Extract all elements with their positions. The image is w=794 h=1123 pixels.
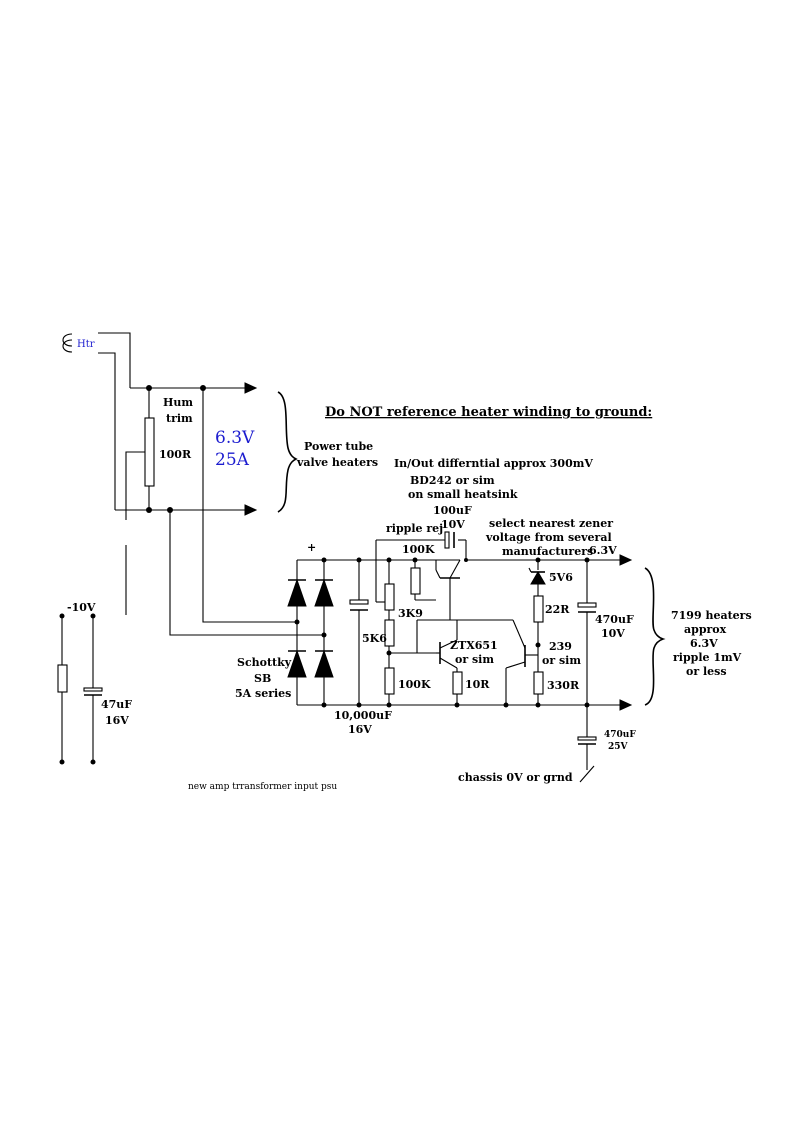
cap-470uf-small-voltage: 25V [608,742,629,752]
resistor-100k-top [410,567,421,595]
arrow-right-icon [244,504,258,516]
resistor-neg10v [57,664,68,693]
out-voltage-label: 6.3V [589,544,617,557]
arrow-right-icon [619,699,633,711]
q239-or-sim-label: or sim [542,654,581,667]
ztx-or-sim-label: or sim [455,653,494,666]
zener-diode-icon [530,571,546,585]
page-title: Do NOT reference heater winding to groun… [325,405,652,420]
brace-7199-heaters [644,567,666,706]
bridge-rectifier: + Schottky SB 5A series [235,541,630,708]
ripple-rej-capacitor [444,531,455,549]
heater-input-section: Htr Hum trim 100R 6.3V 25A Power tube va… [62,332,378,636]
plus-label: + [307,541,316,554]
cap-47uf-label: 47uF [101,698,132,711]
cap-10000uf-voltage: 16V [348,723,372,736]
q239-label: 239 [549,640,572,653]
diode-icon [314,649,334,678]
resistor-3k9 [384,583,395,611]
heatsink-note: on small heatsink [408,488,518,501]
error-amp: 5V6 22R 239 or sim 330R [503,557,581,708]
r-10r-label: 10R [465,678,490,691]
cap-10000uf-label: 10,000uF [334,709,392,722]
zener-note-2: voltage from several [485,531,612,544]
cap-100uf-voltage: 10V [441,518,465,531]
reservoir-capacitor: 10,000uF 16V [334,557,392,736]
diode-icon [314,578,334,607]
cap-470uf-label: 470uF [595,613,634,626]
diode-icon [287,578,307,607]
bd242-note: BD242 or sim [410,474,495,487]
cap-470uf-small-label: 470uF [604,730,636,740]
r-22r-label: 22R [545,603,570,616]
cap-100uf-label: 100uF [433,504,472,517]
voltage-label: 6.3V [215,428,255,448]
current-label: 25A [215,450,250,470]
heaters-label-2: approx [684,623,727,636]
sb-label: SB [254,672,271,685]
schottky-label: Schottky [237,656,292,669]
ztx651-label: ZTX651 [450,639,498,652]
caption: new amp trransformer input psu [188,782,337,792]
r-330r-label: 330R [547,679,580,692]
resistor-10r [452,671,463,695]
5a-series-label: 5A series [235,687,291,700]
cap-47uf-voltage: 16V [105,714,129,727]
r-3k9-label: 3K9 [398,607,423,620]
heaters-label-5: or less [686,665,727,678]
transformer-winding-icon [62,333,73,347]
ripple-rej-label: ripple rej [386,522,443,535]
r-100k-top-label: 100K [402,543,435,556]
zener-note-3: manufacturers [502,545,593,558]
chassis-label: chassis 0V or grnd [458,771,573,784]
neg-10v-supply: -10V 47uF 16V [57,601,132,765]
arrow-right-icon [619,554,633,566]
resistor-330r [533,671,544,695]
valve-heaters-label: valve heaters [296,456,378,469]
heaters-label-3: 6.3V [690,637,718,650]
diode-icon [287,649,307,678]
cap-470uf-voltage: 10V [601,627,625,640]
neg10v-label: -10V [67,601,96,614]
power-tube-label: Power tube [304,440,373,453]
arrow-right-icon [244,382,258,394]
htr-label: Htr [77,339,95,350]
pot-value-label: 100R [159,448,192,461]
brace-power-tubes [277,391,298,513]
r-100k-bottom-label: 100K [398,678,431,691]
resistor-100k-bottom [384,667,395,695]
hum-label: Hum [163,396,193,409]
zener-note-1: select nearest zener [489,517,613,530]
r-5k6-label: 5K6 [362,632,387,645]
zener-5v6-label: 5V6 [549,571,573,584]
heaters-label-1: 7199 heaters [671,609,752,622]
driver-transistor: ZTX651 or sim 10R [416,619,513,708]
output-capacitor: 470uF 10V 470uF 25V chassis 0V or grnd [458,557,636,784]
trim-label: trim [166,412,193,425]
resistor-22r [533,595,544,623]
inout-note: In/Out differntial approx 300mV [394,457,593,470]
hum-trim-pot [144,417,155,487]
divider-chain: 3K9 5K6 100K [362,539,467,708]
heaters-label-4: ripple 1mV [673,651,742,664]
pass-transistor: 100K 6.3V [402,543,633,620]
